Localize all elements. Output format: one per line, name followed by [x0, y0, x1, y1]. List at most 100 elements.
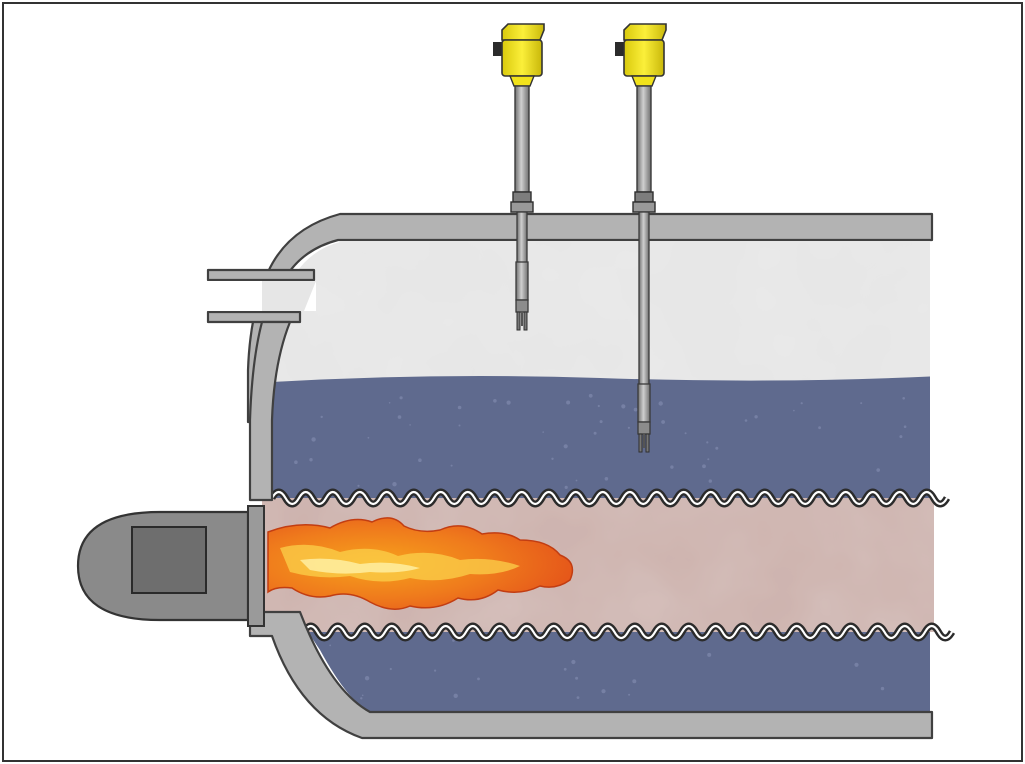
burner-flange: [247, 505, 265, 627]
housing-body: [501, 39, 543, 77]
water-bubble: [493, 399, 497, 403]
water-bubble: [367, 436, 370, 439]
sensor-head-icon: [615, 23, 667, 87]
water-bubble: [880, 686, 885, 691]
tuning-fork-icon: [638, 433, 650, 453]
water-bubble: [563, 667, 567, 671]
water-bubble: [320, 415, 323, 419]
process-fitting-nut: [512, 191, 532, 203]
fork-base: [515, 299, 529, 313]
steam-outlet-upper-wall: [206, 268, 316, 282]
process-fitting-hex: [510, 201, 534, 213]
water-bubble: [571, 659, 576, 665]
sensor-sleeve: [515, 261, 529, 301]
flame-hot-core: [300, 558, 420, 574]
fork-tine-left: [516, 311, 521, 331]
water-bubble: [575, 676, 579, 680]
boiler-shell: [206, 212, 934, 740]
steam-space: [268, 242, 930, 390]
water-bubble: [388, 402, 391, 404]
water-bubbles: [294, 393, 907, 700]
water-bubble: [399, 396, 403, 400]
water-bubble: [708, 479, 712, 483]
water-bubble: [818, 426, 821, 430]
housing-lid: [623, 23, 667, 41]
water-bubble: [854, 662, 859, 667]
water-bubble: [793, 409, 795, 412]
water-bubble: [564, 485, 568, 489]
water-bubble: [593, 431, 597, 435]
cable-gland-icon: [493, 42, 503, 56]
sensor-head-icon: [493, 23, 545, 87]
water-bubble: [754, 415, 758, 419]
housing-neck: [508, 75, 536, 87]
tuning-fork-icon: [516, 311, 528, 331]
fork-gap: [643, 434, 645, 448]
water-bubble: [409, 424, 411, 426]
flame-tube-wall-top-highlight: [271, 490, 948, 506]
water-bubble: [434, 669, 437, 672]
water-bubble: [902, 397, 905, 400]
sensor-extension-tube: [636, 85, 652, 193]
water-bubble: [551, 457, 554, 460]
fork-base: [637, 421, 651, 435]
water-bubble: [684, 432, 687, 435]
housing-lid: [501, 23, 545, 41]
process-fitting-hex: [632, 201, 656, 213]
water-bubble: [588, 393, 593, 398]
water-bubble: [360, 697, 363, 700]
water-bubble: [563, 444, 568, 449]
fork-tine-right: [645, 433, 650, 453]
water-bubble: [311, 437, 316, 442]
water-bubble: [418, 458, 422, 463]
water-bubble: [628, 693, 631, 696]
vibrating-level-switch-2: [615, 23, 667, 453]
water-bubble: [627, 426, 631, 429]
water-bubble: [706, 441, 709, 444]
water-bubble: [294, 460, 298, 465]
water-bubble: [661, 420, 665, 424]
water-bubble: [452, 639, 455, 642]
water-bubble: [707, 458, 710, 461]
water-bubble: [707, 652, 712, 657]
cable-gland-icon: [615, 42, 625, 56]
water-bubble: [860, 402, 863, 405]
water-bubble: [566, 400, 571, 405]
steam-outlet-lower-wall: [206, 310, 302, 324]
housing-neck: [630, 75, 658, 87]
housing-body: [623, 39, 665, 77]
water-bubble: [633, 407, 638, 412]
water-bubble: [450, 464, 453, 467]
water-bubble: [597, 404, 600, 408]
water-bubble: [477, 677, 480, 681]
water-bubble: [575, 479, 578, 482]
water-bubble: [715, 446, 719, 450]
water-bubble: [903, 425, 907, 429]
water-bubble: [457, 405, 462, 410]
flame-icon: [267, 517, 574, 610]
water-bubble: [364, 676, 370, 681]
fork-tine-right: [523, 311, 528, 331]
water-bubble: [658, 401, 663, 406]
water-bubble: [632, 679, 637, 684]
water-bubble: [309, 458, 313, 462]
flame-tube-wall-bottom-highlight: [303, 624, 953, 640]
water-bubble: [744, 419, 748, 422]
water-bubble: [506, 400, 511, 405]
water-bubble: [621, 404, 626, 409]
water-bubble: [601, 689, 606, 694]
fork-gap: [521, 312, 523, 326]
water-bubble: [542, 431, 544, 433]
water-bubble: [458, 424, 461, 427]
water-bubble: [800, 402, 803, 405]
boiler-interior: [268, 242, 930, 712]
water-bubble: [389, 667, 392, 671]
water-bubble: [876, 468, 880, 472]
fork-tine-left: [638, 433, 643, 453]
burner-window: [131, 526, 207, 594]
water-bubble: [392, 482, 397, 487]
sensor-sleeve: [637, 383, 651, 423]
